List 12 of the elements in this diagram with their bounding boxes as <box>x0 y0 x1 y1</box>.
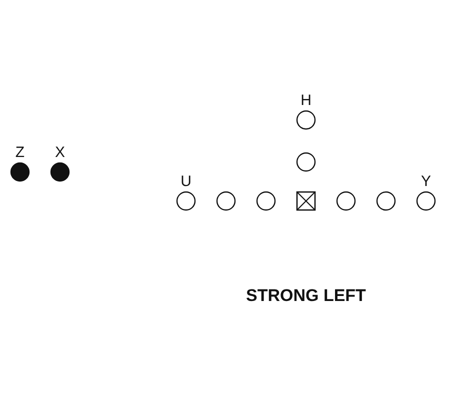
position-letter: U <box>180 174 192 189</box>
player-circle <box>256 191 276 211</box>
position-letter: X <box>54 145 66 160</box>
player-circle <box>296 152 316 172</box>
player-circle <box>336 191 356 211</box>
player-circle <box>376 191 396 211</box>
player-circle <box>216 191 236 211</box>
position-letter: Y <box>420 174 432 189</box>
center-square <box>296 191 316 211</box>
position-letter: Z <box>14 145 26 160</box>
formation-caption: STRONG LEFT <box>246 286 366 306</box>
position-letter: H <box>300 93 312 108</box>
